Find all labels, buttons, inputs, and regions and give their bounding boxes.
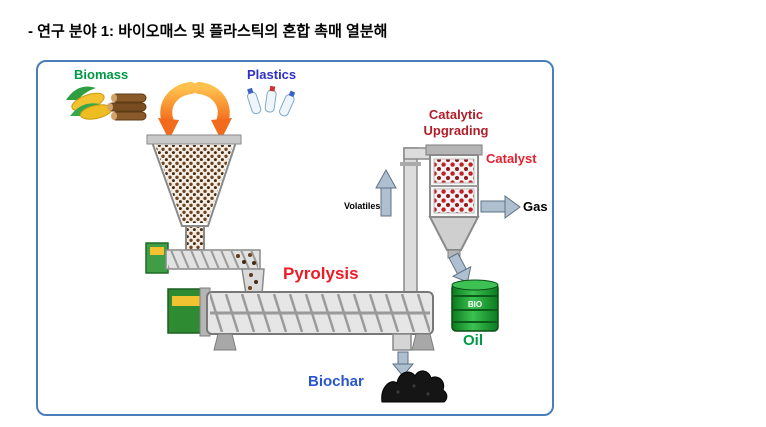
page-title: - 연구 분야 1: 바이오매스 및 플라스틱의 혼합 촉매 열분해 — [28, 23, 388, 40]
catalyst-label: Catalyst — [486, 151, 537, 166]
plastics-label: Plastics — [247, 67, 297, 82]
mixing-arrows-icon — [158, 82, 232, 140]
oil-drum: BIO — [451, 279, 499, 332]
biomass-label: Biomass — [74, 67, 129, 82]
feeder-screw — [145, 242, 265, 295]
biochar-arrow — [391, 351, 415, 377]
gas-label: Gas — [523, 199, 548, 214]
volatiles-pipe — [400, 147, 435, 295]
feed-hopper — [146, 134, 242, 251]
oil-arrow — [448, 252, 472, 283]
pyrolysis-reactor — [167, 287, 435, 351]
volatiles-arrow — [375, 168, 397, 217]
catalytic-reactor — [425, 144, 483, 259]
oil-drum-bio-text: BIO — [468, 300, 482, 309]
gas-arrow — [480, 195, 521, 219]
volatiles-label: Volatiles — [344, 201, 381, 211]
plastic-bottles-icon — [247, 85, 296, 117]
catalytic-upgrading-label: Catalytic Upgrading — [423, 107, 489, 138]
oil-label: Oil — [463, 332, 484, 349]
biochar-pile-icon — [381, 370, 448, 403]
biochar-label: Biochar — [308, 373, 364, 390]
pyrolysis-label: Pyrolysis — [283, 264, 359, 283]
biomass-corn-logs-icon — [66, 86, 147, 121]
